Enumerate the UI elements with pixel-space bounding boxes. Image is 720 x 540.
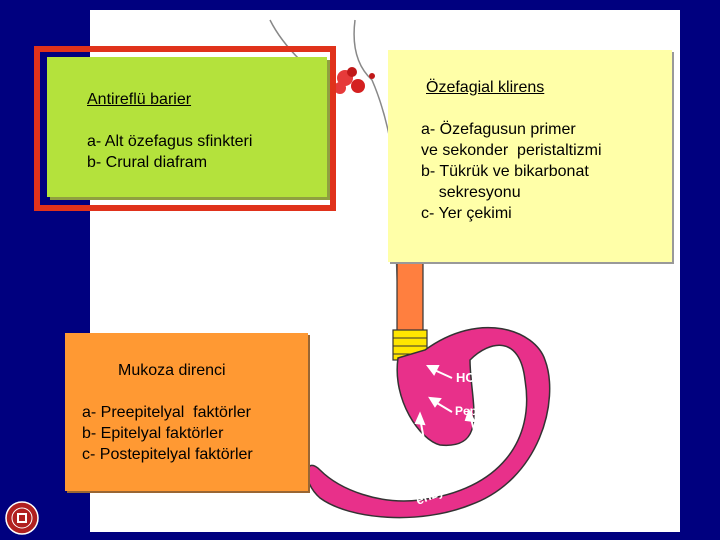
pharynx-outline-2 <box>269 19 301 61</box>
esophageal-clearance-box: Özefagial klirens a- Özefagusun primer v… <box>388 50 672 262</box>
antireflux-list: a- Alt özefagus sfinkteri b- Crural diaf… <box>87 131 252 173</box>
salivary-gland-icon <box>334 67 375 94</box>
mucosal-resistance-box: Mukoza direnci a- Preepitelyal faktörler… <box>65 333 308 491</box>
mucosa-list: a- Preepitelyal faktörler b- Epitelyal f… <box>82 402 253 465</box>
stomach <box>306 326 551 519</box>
clearance-item: c- Yer çekimi <box>421 205 512 222</box>
clearance-item: ve sekonder peristaltizmi <box>421 142 602 159</box>
hcl-label: HCl <box>456 370 478 385</box>
arrow-icons <box>363 365 479 485</box>
esophagus <box>396 261 424 333</box>
antireflux-title: Antireflü barier <box>87 91 192 108</box>
mucosa-title: Mukoza direnci <box>118 362 226 379</box>
clearance-item: b- Tükrük ve bikarbonat <box>421 163 589 180</box>
pepsin-label: Pepsin <box>455 404 494 418</box>
clearance-title: Özefagial klirens <box>426 79 545 96</box>
mucosa-item: b- Epitelyal faktörler <box>82 425 224 442</box>
highlight-frame <box>34 46 336 211</box>
antireflux-barrier-box: Antireflü barier a- Alt özefagus sfinkte… <box>47 57 327 197</box>
mucosa-item: a- Preepitelyal faktörler <box>82 404 251 421</box>
university-seal-icon <box>5 501 39 535</box>
mucosa-item: c- Postepitelyal faktörler <box>82 446 253 463</box>
clearance-item: sekresyonu <box>421 184 521 201</box>
clearance-list: a- Özefagusun primer ve sekonder perista… <box>421 119 602 224</box>
clearance-item: a- Özefagusun primer <box>421 121 576 138</box>
antireflux-item: a- Alt özefagus sfinkteri <box>87 133 253 150</box>
antireflux-item: b- Crural diafram <box>87 154 208 171</box>
